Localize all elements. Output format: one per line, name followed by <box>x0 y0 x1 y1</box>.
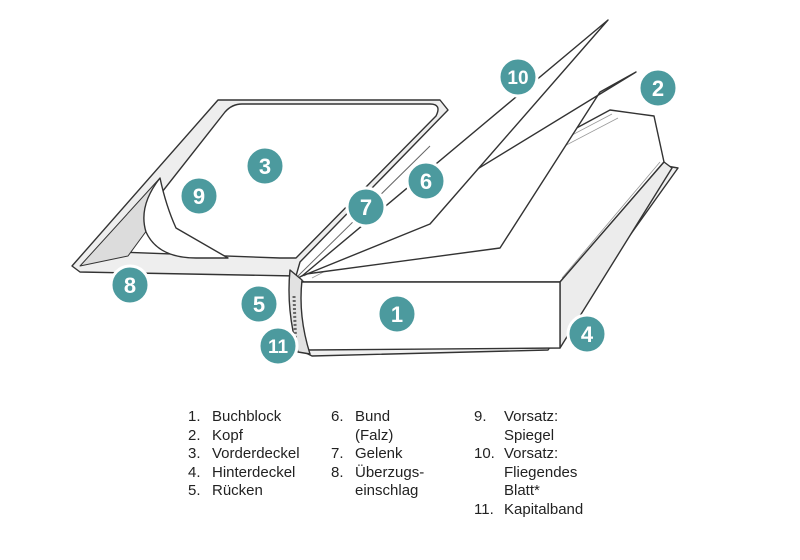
curled-corner <box>143 177 229 259</box>
legend-item-8: 8.Überzugs- einschlag <box>331 463 425 500</box>
legend-item-11: 11.Kapitalband <box>474 500 584 518</box>
badge-5: 5 <box>238 283 280 325</box>
svg-text:1: 1 <box>391 302 403 327</box>
legend-item-1: 1.Buchblock <box>188 408 282 425</box>
badge-9: 9 <box>178 175 220 217</box>
legend-item-9: 9.Vorsatz: Spiegel <box>474 408 559 444</box>
legend-item-10: 10.Vorsatz: Fliegendes Blatt* <box>474 445 578 499</box>
headband <box>292 295 298 353</box>
legend-item-7: 7.Gelenk <box>331 445 403 462</box>
badge-3: 3 <box>244 145 286 187</box>
svg-text:3: 3 <box>259 154 271 179</box>
badge-7: 7 <box>345 186 387 228</box>
legend-item-4: 4.Hinterdeckel <box>188 463 296 481</box>
legend-item-3: 3.Vorderdeckel <box>188 445 300 462</box>
badge-2: 2 <box>637 67 679 109</box>
badge-8: 8 <box>109 264 151 306</box>
badge-10: 10 <box>497 56 539 98</box>
legend-item-2: 2.Kopf <box>188 426 243 444</box>
badge-4: 4 <box>566 313 608 355</box>
badge-11: 11 <box>257 325 299 367</box>
badge-6: 6 <box>405 160 447 202</box>
legend-column-3: 9.Vorsatz: Spiegel 10.Vorsatz: Fliegende… <box>474 408 583 519</box>
legend-column-2: 6.Bund (Falz) 7.Gelenk 8.Überzugs- einsc… <box>331 408 424 501</box>
legend-item-5: 5.Rücken <box>188 482 263 499</box>
book-block-front <box>299 281 561 351</box>
badge-1: 1 <box>376 293 418 335</box>
legend-item-6: 6.Bund (Falz) <box>331 408 394 444</box>
svg-text:4: 4 <box>581 322 594 347</box>
legend-column-1: 1.Buchblock 2.Kopf 3.Vorderdeckel 4.Hint… <box>188 408 300 501</box>
svg-text:6: 6 <box>420 169 432 194</box>
svg-text:10: 10 <box>507 68 528 89</box>
svg-text:2: 2 <box>652 76 664 101</box>
svg-text:5: 5 <box>253 292 265 317</box>
svg-text:11: 11 <box>268 337 289 358</box>
svg-text:7: 7 <box>360 195 372 220</box>
book-anatomy-diagram: 1 2 3 4 5 6 7 8 9 10 11 <box>71 19 679 367</box>
svg-text:9: 9 <box>193 184 205 209</box>
svg-text:8: 8 <box>124 273 136 298</box>
